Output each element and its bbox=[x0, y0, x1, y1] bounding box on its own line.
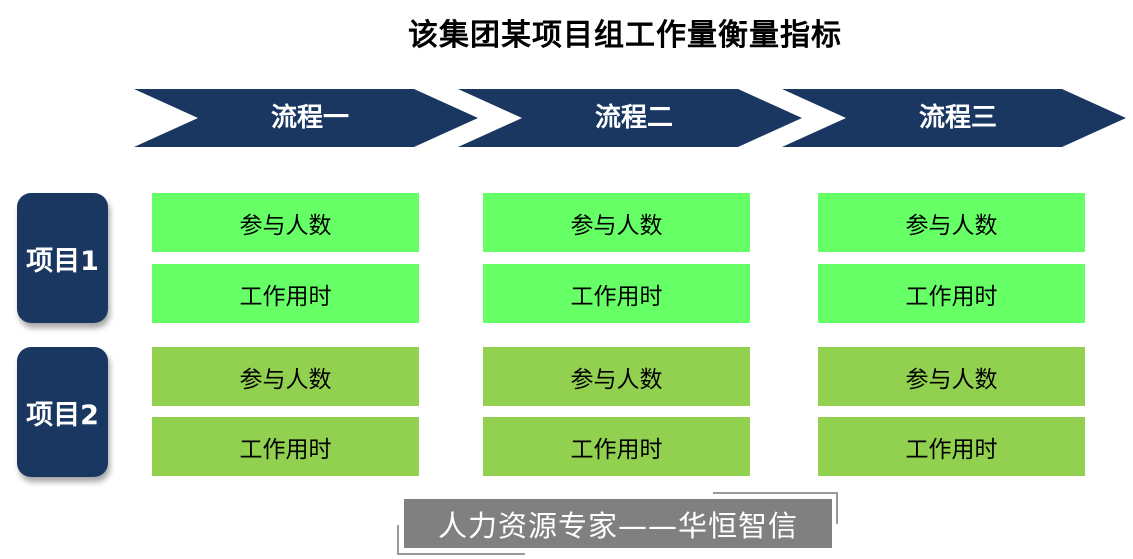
footer-bracket-bottom-left bbox=[397, 525, 525, 555]
process-chevron-3 bbox=[782, 89, 1126, 147]
metric-cell-p2-participants-2: 参与人数 bbox=[483, 347, 750, 406]
metric-cell-p1-participants-1: 参与人数 bbox=[152, 193, 419, 252]
page-title: 该集团某项目组工作量衡量指标 bbox=[408, 18, 842, 53]
footer-banner: 人力资源专家——华恒智信 bbox=[404, 499, 832, 548]
process-chevron-2 bbox=[458, 89, 802, 147]
footer-bracket-top-right bbox=[713, 492, 838, 524]
metric-cell-p1-participants-3: 参与人数 bbox=[818, 193, 1085, 252]
process-label-1: 流程一 bbox=[270, 103, 349, 133]
metric-cell-p2-hours-2: 工作用时 bbox=[483, 417, 750, 476]
process-label-3: 流程三 bbox=[918, 103, 997, 133]
metric-cell-p2-hours-1: 工作用时 bbox=[152, 417, 419, 476]
metric-cell-p1-hours-3: 工作用时 bbox=[818, 264, 1085, 323]
metric-cell-p2-hours-3: 工作用时 bbox=[818, 417, 1085, 476]
process-chevron-1 bbox=[134, 89, 478, 147]
metric-cell-p2-participants-3: 参与人数 bbox=[818, 347, 1085, 406]
project-label-1: 项目1 bbox=[17, 193, 108, 323]
metric-cell-p1-hours-2: 工作用时 bbox=[483, 264, 750, 323]
process-label-2: 流程二 bbox=[594, 103, 673, 133]
process-chevrons bbox=[134, 89, 1126, 147]
metric-cell-p2-participants-1: 参与人数 bbox=[152, 347, 419, 406]
metric-cell-p1-participants-2: 参与人数 bbox=[483, 193, 750, 252]
metric-cell-p1-hours-1: 工作用时 bbox=[152, 264, 419, 323]
project-label-2: 项目2 bbox=[17, 347, 108, 477]
